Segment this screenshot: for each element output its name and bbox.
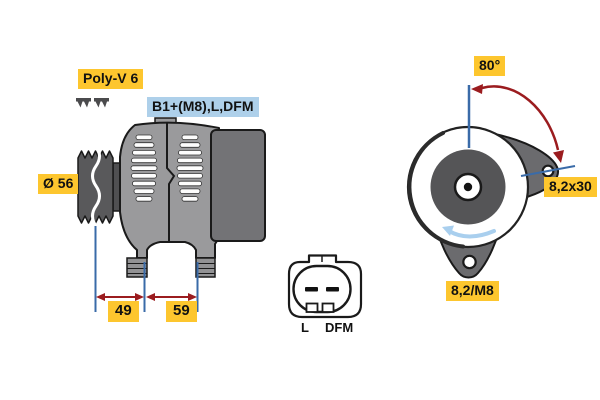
housing-shadow-edge [407,131,465,249]
pulley-diameter-label: Ø 56 [38,174,79,194]
dimension-49-label: 49 [108,301,139,322]
connector-key-right [321,302,335,313]
housing-seam [166,123,176,242]
terminal-label: B1+(M8),L,DFM [147,97,259,117]
connector-pinout [287,254,363,319]
pin-dfm-contact [326,287,339,292]
mounting-feet [126,257,216,278]
side-hole-spec-label: 8,2x30 [544,177,597,197]
rotation-direction-arrow [442,225,496,239]
dimension-extension-lines [94,226,199,312]
bolt-axis-line [520,165,576,177]
pin-dfm-label: DFM [325,320,354,335]
rear-cover [210,129,266,242]
shaft-center [463,182,473,192]
angle-arc-arrow [471,84,564,163]
belt-type-label: Poly-V 6 [78,69,144,89]
alternator-front-view [406,84,576,279]
dimension-59-label: 59 [166,301,197,322]
dimension-arrow-59 [146,293,197,301]
bottom-hole-spec-label: 8,2/M8 [446,281,499,301]
dimension-arrow-49 [96,293,144,301]
vent-slots [130,134,204,202]
bottom-mounting-hole [462,254,477,270]
alternator-side-view [76,98,266,312]
pin-l-contact [305,287,318,292]
pin-l-label: L [301,320,309,335]
connector-key-left [305,302,319,313]
pulley-break-line [91,145,101,227]
belt-profile-icon [76,98,109,108]
mounting-angle-label: 80° [474,56,506,76]
